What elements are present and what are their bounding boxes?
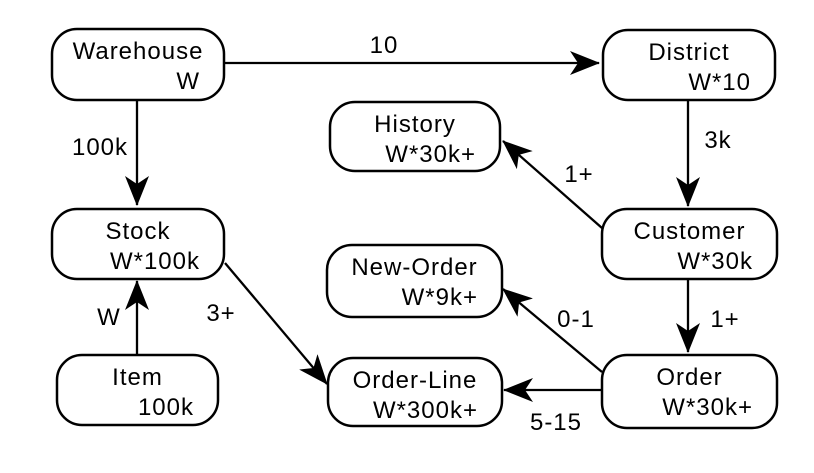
node-district-count: W*10 (688, 69, 751, 96)
edge-order-to-new-order-label: 0-1 (557, 306, 595, 333)
node-order-line-box (326, 356, 504, 428)
node-new-order-box (325, 243, 504, 319)
node-warehouse-box (50, 27, 226, 102)
node-item-box (55, 353, 220, 427)
edge-stock-to-order-line: 3+ (206, 262, 328, 385)
edge-customer-to-history: 1+ (502, 140, 603, 229)
node-history-name: History (374, 111, 456, 138)
node-warehouse-count: W (176, 68, 200, 95)
edge-customer-to-order-label: 1+ (710, 306, 739, 333)
edge-warehouse-to-stock: 100k (72, 100, 149, 206)
node-item: Item 100k (55, 353, 220, 427)
edge-district-to-customer-label: 3k (704, 127, 731, 154)
node-customer-count: W*30k (677, 248, 753, 275)
node-order-box (600, 353, 779, 430)
node-order-name: Order (656, 364, 722, 391)
node-stock-name: Stock (105, 218, 170, 245)
edge-warehouse-to-district: 10 (224, 32, 600, 75)
node-order-count: W*30k+ (662, 394, 753, 421)
edge-district-to-customer: 3k (676, 100, 731, 207)
edge-customer-to-order: 1+ (676, 279, 739, 353)
node-item-count: 100k (138, 394, 194, 421)
node-history-box (328, 100, 502, 173)
node-stock-box (50, 207, 226, 281)
edge-item-to-stock: W (97, 280, 149, 356)
edge-warehouse-to-district-label: 10 (370, 32, 399, 59)
node-district-box (601, 28, 777, 102)
edge-stock-to-order-line-label: 3+ (206, 300, 235, 327)
edge-order-to-order-line-label: 5-15 (530, 409, 582, 436)
node-history-count: W*30k+ (385, 141, 476, 168)
node-order-line-name: Order-Line (353, 367, 478, 394)
node-district-name: District (648, 39, 729, 66)
node-stock-count: W*100k (110, 248, 200, 275)
node-new-order-name: New-Order (351, 254, 477, 281)
node-customer-box (600, 207, 779, 281)
edge-customer-to-history-label: 1+ (564, 161, 593, 188)
edge-order-to-new-order-arrow (502, 288, 603, 373)
edge-warehouse-to-stock-label: 100k (72, 134, 128, 161)
edge-order-to-order-line: 5-15 (503, 378, 602, 436)
edge-stock-to-order-line-arrow (224, 262, 328, 385)
edge-order-to-new-order: 0-1 (502, 288, 603, 373)
node-customer-name: Customer (633, 218, 745, 245)
node-order-line-count: W*300k+ (373, 397, 478, 424)
node-warehouse-name: Warehouse (73, 38, 204, 65)
node-item-name: Item (112, 364, 163, 391)
node-new-order-count: W*9k+ (402, 284, 478, 311)
edge-customer-to-history-arrow (502, 140, 603, 229)
edges-layer: 10 100k 3k 1+ 1+ 0-1 5-15 3+ W (72, 32, 739, 436)
edge-item-to-stock-label: W (97, 304, 121, 331)
